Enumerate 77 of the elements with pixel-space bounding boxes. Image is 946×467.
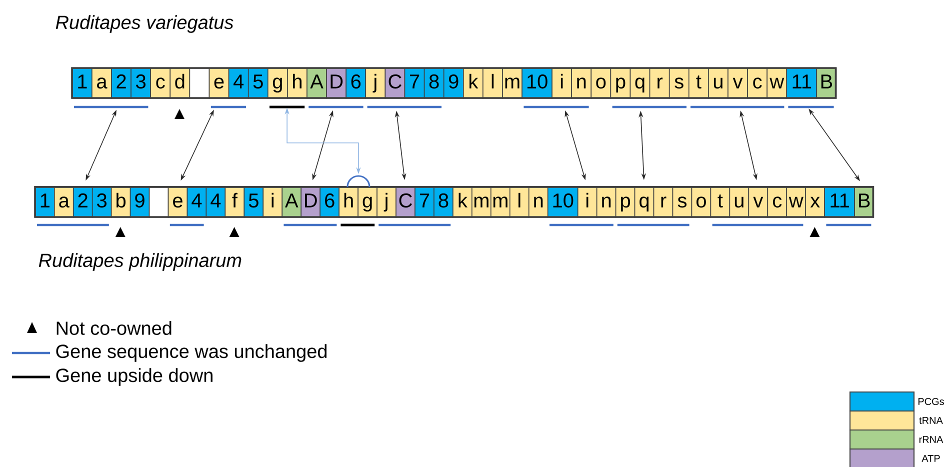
- gene-cell: b: [110, 187, 131, 218]
- gene-cell: D: [300, 187, 320, 218]
- gene-cell: l: [482, 68, 503, 99]
- gene-cell: 6: [346, 68, 366, 99]
- gene-cell: v: [748, 187, 768, 218]
- gene-cell: c: [150, 68, 171, 99]
- species-name: Ruditapes variegatus: [56, 15, 234, 33]
- gene-cell: 7: [404, 68, 425, 99]
- gene-cell: s: [668, 68, 690, 99]
- gene-cell: x: [805, 187, 825, 218]
- gene-cell: g: [358, 187, 378, 218]
- gene-cell: n: [528, 187, 548, 218]
- gene-cell: c: [767, 187, 788, 218]
- gene-cell: 2: [72, 187, 93, 218]
- gene-cell: o: [590, 68, 612, 99]
- gene-cell: j: [365, 68, 386, 99]
- gene-cell: w: [786, 187, 806, 218]
- gene-cell: A: [282, 187, 302, 218]
- gene-cell: r: [653, 187, 674, 218]
- gene-cell: q: [630, 68, 650, 99]
- gene-cell: g: [268, 68, 288, 99]
- empty-gene-cell: [148, 187, 169, 218]
- gene-cell: 11: [824, 187, 855, 218]
- gene-cell: f: [224, 187, 245, 218]
- gene-cell: t: [688, 68, 709, 99]
- gene-cell: u: [708, 68, 728, 99]
- gene-cell: 8: [434, 187, 454, 218]
- gene-cell: s: [672, 187, 692, 218]
- gene-cell: k: [452, 187, 472, 218]
- gene-cell: 4: [206, 187, 226, 218]
- gene-cell: i: [262, 187, 283, 218]
- gene-cell: e: [208, 68, 230, 99]
- gene-cell: 4: [228, 68, 249, 99]
- gene-cell: j: [376, 187, 396, 218]
- legend-text: PCGs: [918, 398, 944, 406]
- gene-cell: n: [571, 68, 592, 99]
- legend-text: Not co-owned: [56, 321, 172, 335]
- gene-cell: p: [610, 68, 631, 99]
- gene-cell: 8: [424, 68, 444, 99]
- gene-cell: r: [649, 68, 670, 99]
- gene-cell: a: [54, 187, 74, 218]
- gene-cell: 6: [320, 187, 340, 218]
- gene-cell: u: [729, 187, 750, 218]
- gene-cell: a: [92, 68, 112, 99]
- empty-gene-cell: [189, 68, 210, 99]
- gene-cell: m: [472, 187, 492, 218]
- gene-cell: 10: [522, 68, 552, 99]
- legend-text: Gene sequence was unchanged: [56, 344, 327, 362]
- gene-cell: 9: [130, 187, 150, 218]
- gene-cell: n: [596, 187, 616, 218]
- gene-cell: q: [634, 187, 654, 218]
- gene-cell: 10: [547, 187, 578, 218]
- gene-cell: h: [338, 187, 358, 218]
- gene-cell: 3: [92, 187, 112, 218]
- gene-cell: t: [710, 187, 730, 218]
- gene-cell: 5: [248, 68, 268, 99]
- legend-text: tRNA: [919, 417, 943, 424]
- gene-cell: e: [168, 187, 188, 218]
- gene-cell: C: [384, 68, 406, 99]
- gene-cell: k: [463, 68, 484, 99]
- gene-cell: 11: [786, 68, 818, 99]
- gene-cell: d: [170, 68, 190, 99]
- species-name: Ruditapes philippinarum: [38, 253, 242, 271]
- gene-cell: 9: [443, 68, 464, 99]
- gene-cell: 5: [244, 187, 264, 218]
- gene-cell: 4: [186, 187, 207, 218]
- legend-text: rRNA: [919, 436, 944, 443]
- gene-cell: 7: [414, 187, 434, 218]
- gene-cell: l: [510, 187, 530, 218]
- legend-text: Gene upside down: [56, 368, 212, 386]
- gene-cell: i: [577, 187, 598, 218]
- gene-cell: o: [691, 187, 712, 218]
- gene-cell: p: [615, 187, 636, 218]
- gene-cell: C: [396, 187, 416, 218]
- legend-text: ATP: [922, 455, 940, 462]
- gene-cell: m: [490, 187, 510, 218]
- gene-cell: h: [287, 68, 308, 99]
